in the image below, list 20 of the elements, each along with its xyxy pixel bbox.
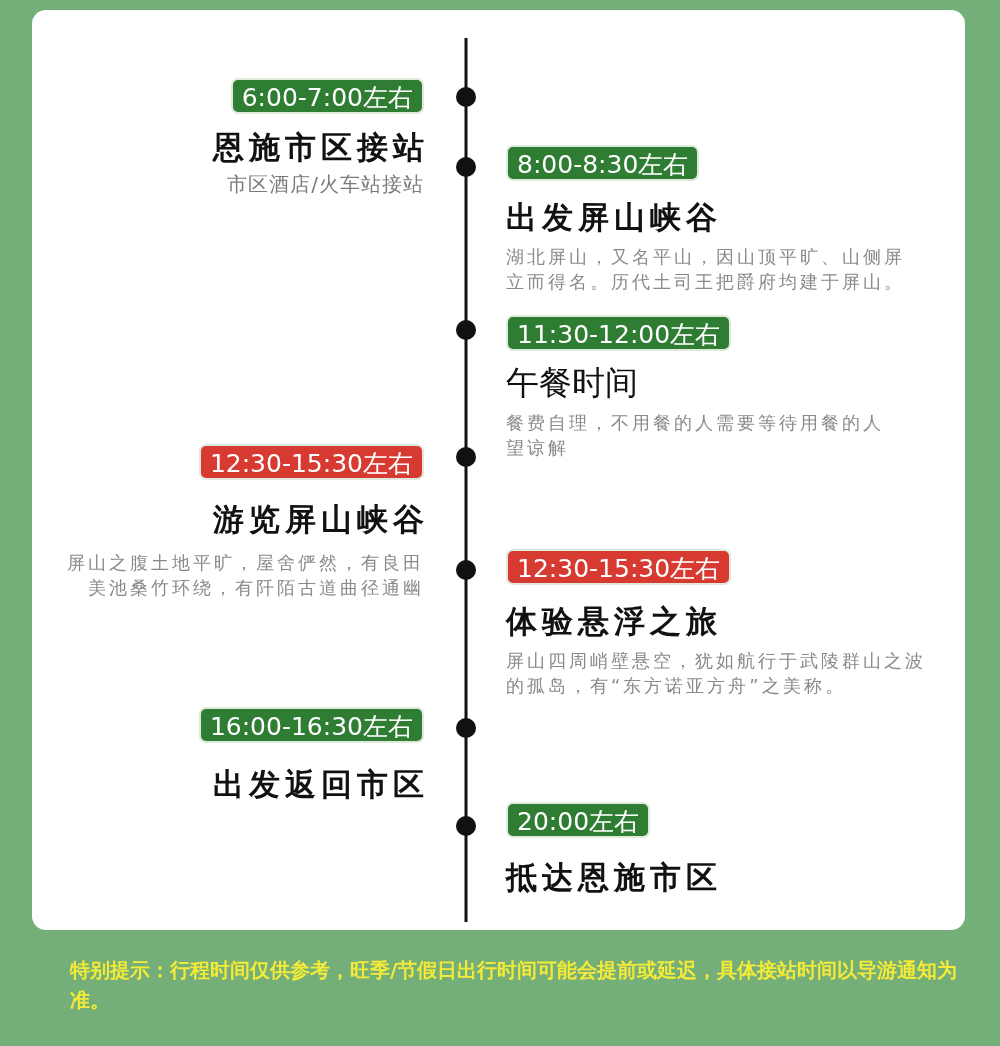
time-badge: 11:30-12:00左右 [506, 315, 732, 351]
time-badge: 8:00-8:30左右 [506, 145, 700, 181]
event-title: 恩施市区接站 [213, 128, 429, 166]
note-text: 特别提示：行程时间仅供参考，旺季/节假日出行时间可能会提前或延迟，具体接站时间以导游通知为准。 [70, 957, 959, 1014]
time-badge: 12:30-15:30左右 [198, 444, 424, 480]
event-title: 游览屏山峡谷 [213, 500, 429, 538]
time-badge: 12:30-15:30左右 [506, 549, 732, 585]
event-description: 屏山四周峭壁悬空，犹如航行于武陵群山之波的孤岛，有“东方诺亚方舟”之美称。 [506, 649, 927, 698]
event-description: 市区酒店/火车站接站 [227, 172, 424, 197]
event-title: 出发返回市区 [213, 765, 429, 803]
event-title: 体验悬浮之旅 [506, 602, 722, 640]
event-description: 屏山之腹土地平旷，屋舍俨然，有良田美池桑竹环绕，有阡陌古道曲径通幽 [66, 551, 424, 600]
event-title: 出发屏山峡谷 [506, 198, 722, 236]
time-badge: 16:00-16:30左右 [198, 707, 424, 743]
time-badge: 20:00左右 [506, 802, 651, 838]
time-badge: 6:00-7:00左右 [230, 78, 424, 114]
event-title: 午餐时间 [506, 364, 638, 402]
event-title: 抵达恩施市区 [506, 858, 722, 896]
event-description: 餐费自理，不用餐的人需要等待用餐的人望谅解 [506, 411, 885, 460]
event-description: 湖北屏山，又名平山，因山顶平旷、山侧屏立而得名。历代土司王把爵府均建于屏山。 [506, 245, 906, 294]
